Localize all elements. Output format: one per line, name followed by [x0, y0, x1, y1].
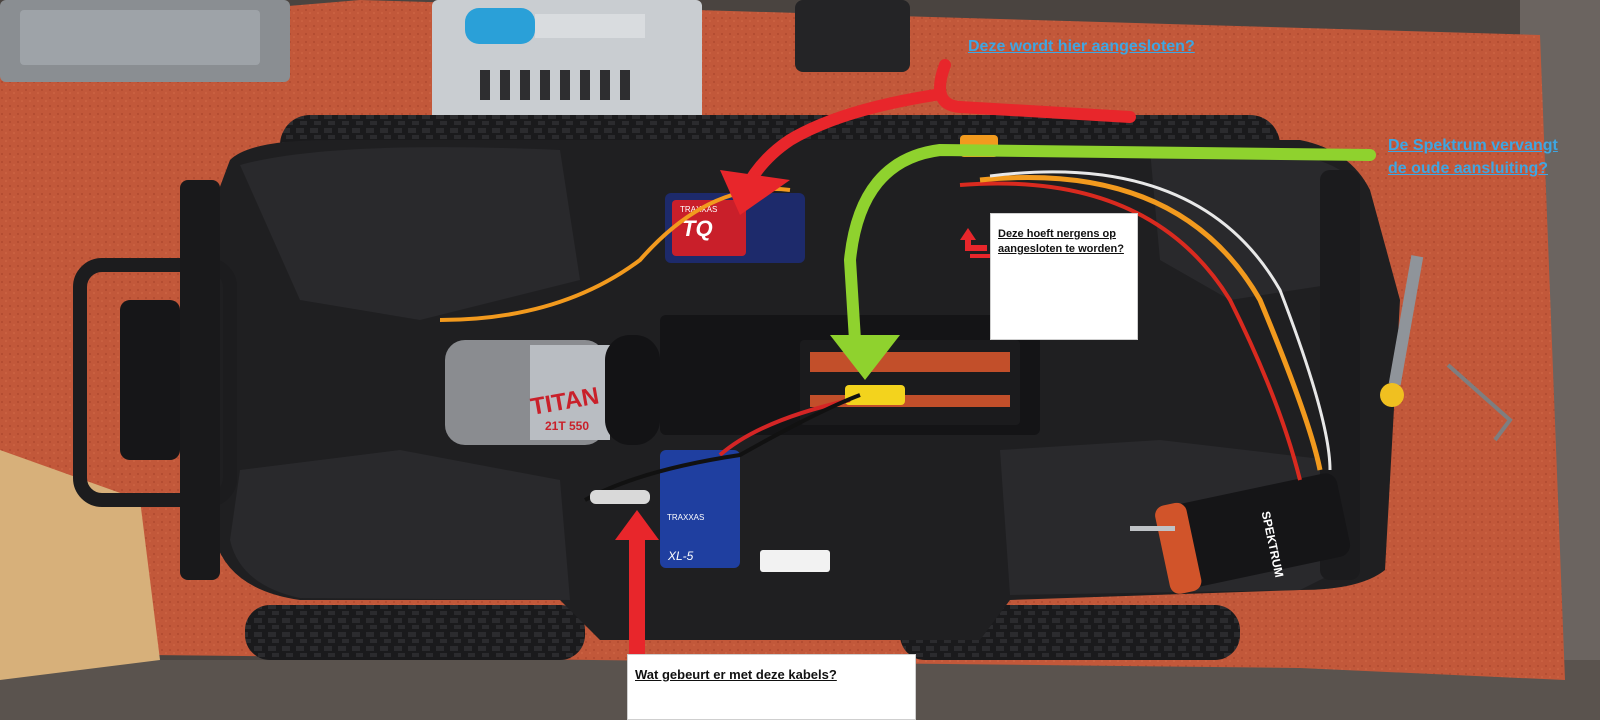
esc-wire-black [584, 393, 861, 502]
screwdriver [1388, 255, 1424, 386]
old-motor-model: 21T 550 [545, 419, 589, 433]
bullet-connector [590, 490, 650, 504]
red-arrow-top [739, 59, 1136, 196]
esc-brand: TRAXXAS [667, 513, 704, 522]
battery-connector [845, 385, 905, 405]
hex-key [1446, 363, 1513, 442]
annotation-spektrum-replaces: De Spektrum vervangt de oude aansluiting… [1388, 137, 1558, 177]
esc [660, 450, 740, 568]
annotation-connect-here: Deze wordt hier aangesloten? [968, 38, 1195, 55]
tire-bottom-left [245, 605, 585, 660]
bumper [73, 258, 237, 507]
spektrum-motor: SPEKTRUM [1155, 473, 1351, 594]
annotation-cables-question: Wat gebeurt er met deze kabels? [635, 667, 837, 682]
red-arrowhead-small [960, 228, 976, 240]
red-arrowhead-bottom [615, 510, 659, 540]
receiver-model: TQ [682, 216, 713, 241]
annotation-box-bottom: Wat gebeurt er met deze kabels? [627, 654, 916, 720]
green-line [843, 143, 1376, 346]
servo-wire-white [989, 170, 1332, 471]
plywood [0, 450, 160, 680]
green-arrowhead [830, 335, 900, 380]
esc-wire-red [718, 398, 851, 457]
esc-model: XL-5 [667, 549, 694, 563]
annotation-box-right: Deze hoeft nergens op aangesloten te wor… [990, 213, 1138, 340]
small-box [795, 0, 910, 72]
servo-wire-orange [979, 175, 1323, 471]
red-arrowhead-top [720, 170, 790, 215]
red-arrow-small [965, 238, 987, 251]
annotation-no-connection: Deze hoeft nergens op aangesloten te wor… [998, 228, 1124, 255]
servo-wire-red [959, 181, 1302, 481]
